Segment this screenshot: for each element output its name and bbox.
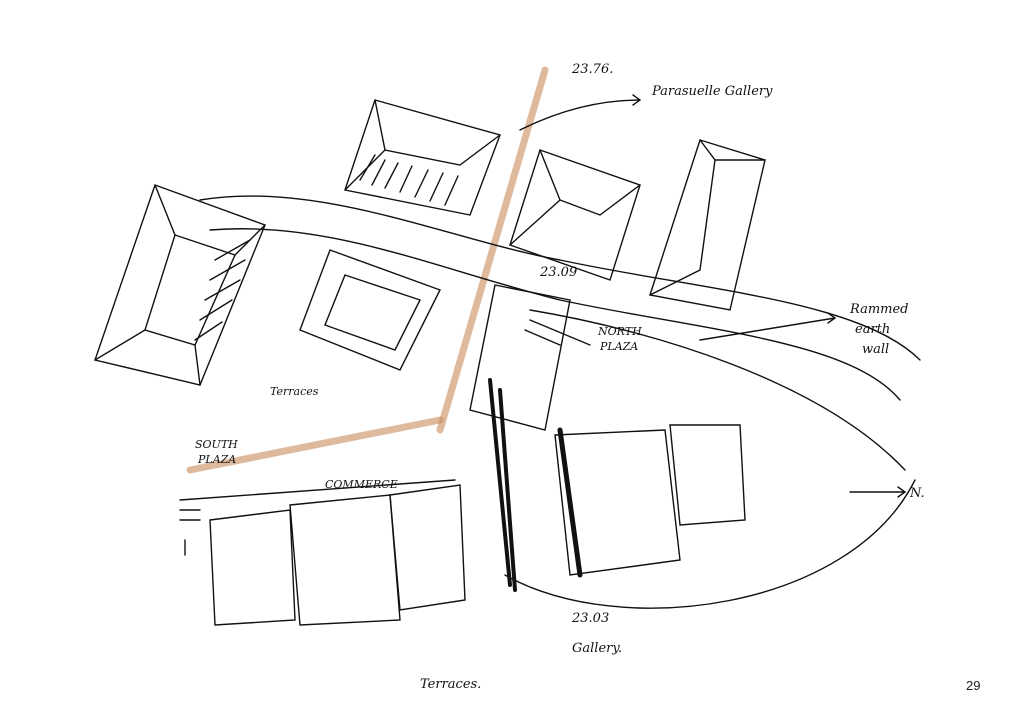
building-top-right-2 xyxy=(649,139,766,311)
orange-axis-path xyxy=(436,66,549,434)
building-center xyxy=(299,249,441,371)
label-south-plaza-1: SOUTH xyxy=(195,438,238,451)
label-south-plaza-2: PLAZA xyxy=(197,453,236,466)
orange-south-path xyxy=(186,416,444,474)
label-north-plaza-2: PLAZA xyxy=(599,340,638,353)
label-level-bottom: 23.03 xyxy=(571,611,609,626)
label-commerce: COMMERCE xyxy=(325,478,398,491)
label-gallery-bottom: Gallery. xyxy=(572,641,622,656)
page-number: 29 xyxy=(966,678,981,693)
label-terraces-bottom: Terraces. xyxy=(420,677,481,692)
north-arrow xyxy=(849,486,907,498)
label-rammed-1: Rammed xyxy=(849,302,909,317)
label-north-plaza-1: NORTH xyxy=(597,325,642,338)
label-gallery-top: Parasuelle Gallery xyxy=(651,84,773,99)
label-rammed-3: wall xyxy=(862,342,889,357)
label-level-mid: 23.09 xyxy=(539,265,577,280)
label-rammed-2: earth xyxy=(855,322,890,337)
label-level-top: 23.76. xyxy=(571,62,613,77)
label-north: N. xyxy=(909,486,925,501)
label-terraces-left: Terraces xyxy=(270,385,319,398)
bottom-buildings xyxy=(209,484,466,626)
building-top-center xyxy=(344,99,501,216)
central-gallery-block xyxy=(469,284,746,592)
building-top-right-1 xyxy=(509,149,641,281)
building-top-left xyxy=(94,184,266,386)
